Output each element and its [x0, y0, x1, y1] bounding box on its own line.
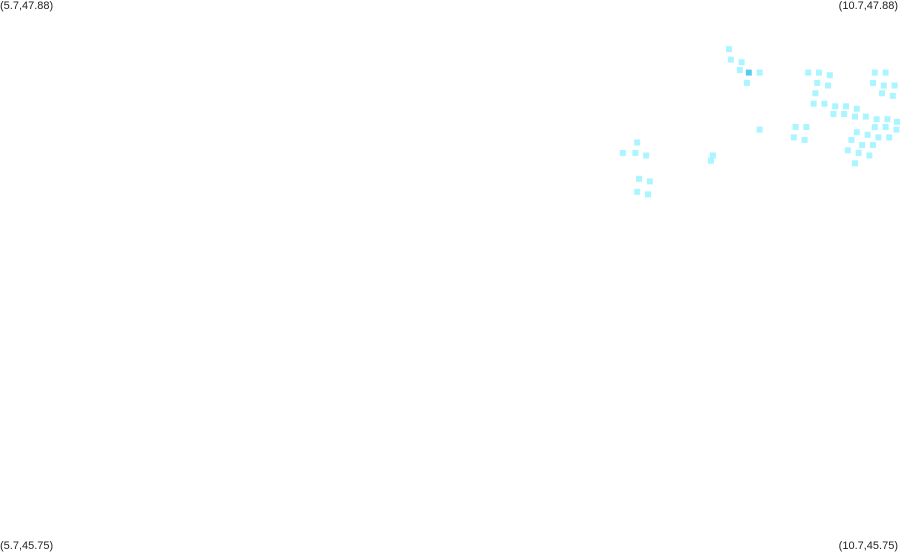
- map-point[interactable]: [848, 136, 855, 143]
- map-point[interactable]: [810, 100, 817, 107]
- map-point[interactable]: [790, 134, 797, 141]
- map-point[interactable]: [841, 111, 848, 117]
- map-point[interactable]: [738, 59, 745, 66]
- map-point[interactable]: [634, 139, 641, 146]
- map-point[interactable]: [634, 188, 641, 195]
- map-point[interactable]: [645, 191, 651, 198]
- map-point[interactable]: [814, 79, 821, 86]
- corner-label-bottom-right: (10.7,45.75): [838, 540, 898, 552]
- map-point[interactable]: [879, 90, 885, 97]
- map-point[interactable]: [853, 129, 860, 136]
- map-point-highlighted[interactable]: [745, 69, 752, 76]
- map-point[interactable]: [825, 82, 831, 89]
- map-point[interactable]: [812, 90, 819, 97]
- map-point[interactable]: [852, 160, 858, 167]
- map-point[interactable]: [646, 178, 653, 185]
- map-point[interactable]: [826, 72, 833, 79]
- map-point[interactable]: [792, 124, 799, 130]
- map-point[interactable]: [830, 111, 837, 117]
- map-point[interactable]: [632, 149, 639, 156]
- map-point[interactable]: [816, 69, 822, 76]
- map-point[interactable]: [843, 103, 849, 110]
- map-point[interactable]: [882, 69, 889, 76]
- map-point[interactable]: [893, 126, 900, 133]
- map-point[interactable]: [756, 69, 763, 76]
- map-point[interactable]: [891, 82, 898, 89]
- map-point[interactable]: [871, 124, 878, 130]
- map-point[interactable]: [805, 69, 812, 76]
- map-point[interactable]: [708, 157, 714, 164]
- map-point[interactable]: [870, 79, 876, 86]
- map-point[interactable]: [756, 126, 763, 133]
- map-point[interactable]: [859, 142, 866, 149]
- map-point[interactable]: [801, 136, 808, 143]
- map-point[interactable]: [880, 82, 887, 89]
- map-point[interactable]: [855, 149, 862, 156]
- map-point[interactable]: [870, 142, 876, 149]
- map-point[interactable]: [873, 116, 880, 123]
- map-point[interactable]: [894, 118, 900, 125]
- map-point[interactable]: [803, 124, 810, 130]
- map-point[interactable]: [709, 152, 716, 159]
- corner-label-bottom-left: (5.7,45.75): [0, 540, 54, 552]
- map-point[interactable]: [866, 152, 873, 159]
- map-point[interactable]: [844, 147, 851, 154]
- corner-label-top-left: (5.7,47.88): [0, 0, 54, 12]
- map-point[interactable]: [727, 56, 734, 63]
- corner-label-top-right: (10.7,47.88): [838, 0, 898, 12]
- map-point[interactable]: [864, 131, 871, 138]
- map-point[interactable]: [889, 92, 896, 99]
- map-point[interactable]: [862, 113, 869, 120]
- map-point[interactable]: [821, 100, 828, 107]
- map-point[interactable]: [744, 79, 750, 86]
- map-point[interactable]: [875, 134, 882, 141]
- map-point[interactable]: [636, 175, 642, 182]
- map-point[interactable]: [886, 134, 893, 141]
- map-point[interactable]: [882, 124, 889, 130]
- map-point[interactable]: [736, 67, 743, 73]
- map-point[interactable]: [852, 113, 858, 120]
- map-point[interactable]: [853, 105, 860, 112]
- map-point[interactable]: [726, 46, 732, 53]
- map-point[interactable]: [884, 116, 891, 123]
- map-point[interactable]: [871, 69, 878, 76]
- map-point[interactable]: [619, 149, 626, 156]
- map-point[interactable]: [832, 103, 839, 110]
- map-point[interactable]: [643, 152, 650, 159]
